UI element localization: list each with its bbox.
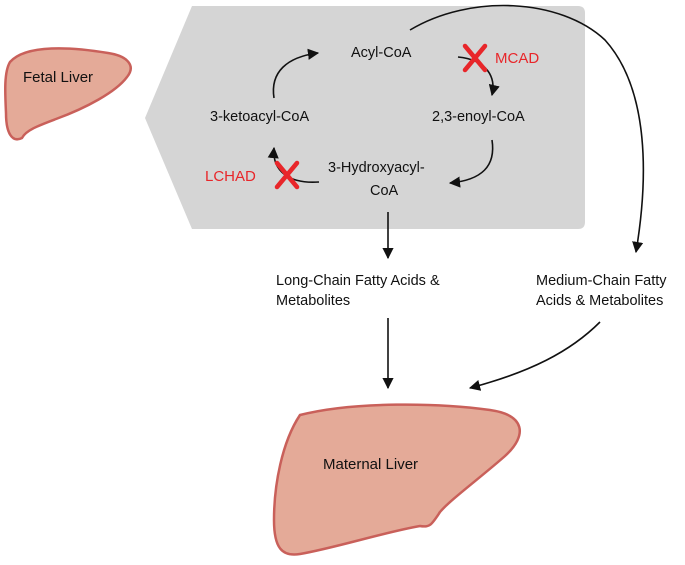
arrow-medium-chain-to-maternal-liver	[468, 321, 601, 391]
hydroxyacyl-coa-label-line2: CoA	[370, 183, 399, 199]
fetal-liver-shape	[3, 47, 132, 141]
hydroxyacyl-coa-label-line1: 3-Hydroxyacyl-	[328, 160, 425, 176]
lchad-label: LCHAD	[205, 168, 256, 185]
arrow-ketoacyl-to-acyl	[272, 48, 320, 99]
arrow-acyl-to-enoyl	[457, 56, 500, 97]
mcad-block-x-icon	[462, 43, 488, 73]
fetal-liver-label: Fetal Liver	[23, 69, 93, 86]
lchad-block-x-icon	[274, 160, 300, 190]
enoyl-coa-label: 2,3-enoyl-CoA	[432, 109, 525, 125]
medium-chain-label-line1: Medium-Chain Fatty	[536, 273, 667, 289]
medium-chain-label-line2: Acids & Metabolites	[536, 293, 663, 309]
mcad-label: MCAD	[495, 50, 539, 67]
arrow-enoyl-to-hydroxyacyl	[448, 139, 494, 188]
long-chain-label-line2: Metabolites	[276, 293, 350, 309]
maternal-liver-label: Maternal Liver	[323, 456, 418, 473]
long-chain-label-line1: Long-Chain Fatty Acids &	[276, 273, 440, 289]
ketoacyl-coa-label: 3-ketoacyl-CoA	[210, 109, 309, 125]
maternal-liver-shape	[272, 403, 521, 556]
arrow-acyl-to-medium-chain	[409, 4, 645, 254]
acyl-coa-label: Acyl-CoA	[351, 45, 412, 61]
